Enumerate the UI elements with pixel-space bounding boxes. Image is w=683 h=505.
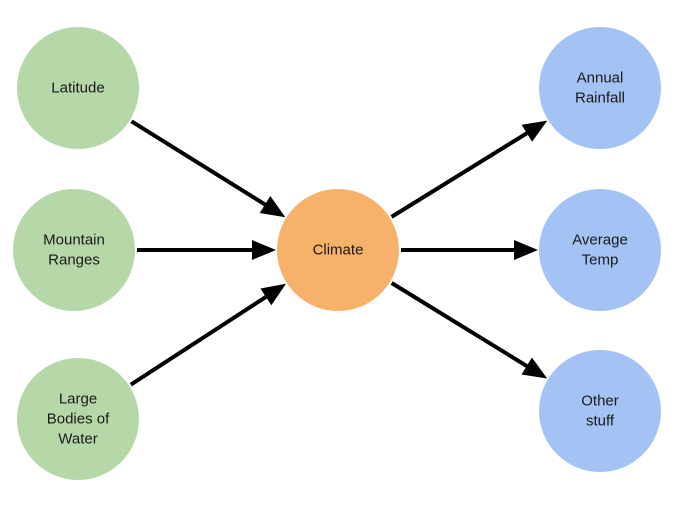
- edge-line: [130, 119, 268, 208]
- edge-line: [390, 281, 530, 369]
- node-climate: Climate: [277, 189, 399, 311]
- node-other-stuff: Other stuff: [539, 350, 661, 472]
- node-circle: [17, 27, 139, 149]
- edges-layer: [129, 119, 548, 387]
- node-label: Water: [58, 431, 97, 448]
- node-circle: [17, 358, 139, 480]
- node-circle: [13, 189, 135, 311]
- edge-climate-to-other-stuff: [390, 281, 548, 379]
- arrowhead-icon: [521, 357, 548, 379]
- edge-line: [129, 294, 269, 387]
- arrowhead-icon: [521, 120, 548, 142]
- node-label: Annual: [577, 70, 624, 87]
- node-circle: [539, 27, 661, 149]
- node-label: Mountain: [43, 232, 105, 249]
- arrowhead-icon: [514, 240, 538, 260]
- node-circle: [539, 189, 661, 311]
- node-label: stuff: [586, 413, 615, 430]
- edge-line: [390, 130, 530, 219]
- node-label: Rainfall: [575, 90, 625, 107]
- node-circle: [277, 189, 399, 311]
- node-label: Latitude: [51, 80, 104, 97]
- arrowhead-icon: [252, 240, 276, 260]
- node-label: Bodies of: [47, 411, 110, 428]
- arrowhead-icon: [259, 196, 286, 218]
- node-label: Other: [581, 393, 619, 410]
- node-label: Ranges: [48, 252, 100, 269]
- node-latitude: Latitude: [17, 27, 139, 149]
- edge-climate-to-annual-rainfall: [390, 120, 548, 219]
- node-label: Average: [572, 232, 628, 249]
- edge-mountain-ranges-to-climate: [137, 240, 276, 260]
- node-label: Climate: [313, 242, 364, 259]
- edge-latitude-to-climate: [130, 119, 286, 218]
- edge-large-bodies-of-water-to-climate: [129, 283, 287, 387]
- arrowhead-icon: [260, 283, 287, 306]
- edge-climate-to-average-temp: [401, 240, 538, 260]
- node-label: Temp: [582, 252, 619, 269]
- node-label: Large: [59, 391, 97, 408]
- node-circle: [539, 350, 661, 472]
